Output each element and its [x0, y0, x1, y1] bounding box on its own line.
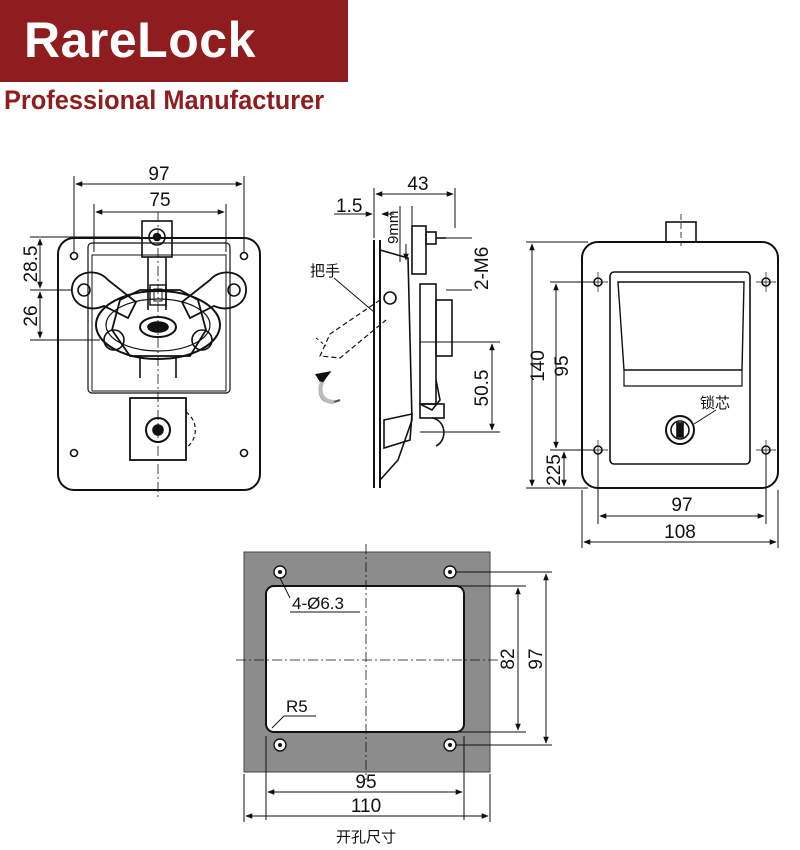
- front-width-inner: 75: [149, 190, 170, 211]
- cutout-view: [236, 544, 552, 822]
- side-dimensions: [334, 188, 500, 433]
- front-width-outer: 97: [148, 164, 169, 185]
- side-bolt-spec: 2-M6: [472, 247, 493, 290]
- side-bolt-length: 9mm: [385, 211, 402, 244]
- side-view: [314, 225, 453, 488]
- cutout-width-inner: 95: [355, 772, 376, 793]
- back-height-window: 95: [552, 355, 573, 376]
- back-width-outer: 108: [664, 522, 696, 543]
- front-height-top: 28.5: [21, 246, 42, 283]
- cutout-caption: 开孔尺寸: [336, 828, 396, 846]
- cutout-holes: 4-Ø6.3: [292, 594, 344, 613]
- back-dimensions: [526, 241, 779, 548]
- cutout-height-outer: 97: [526, 648, 547, 669]
- cutout-height-inner: 82: [498, 648, 519, 669]
- back-view: [581, 214, 779, 489]
- side-plate-thickness: 1.5: [336, 196, 362, 217]
- brand-name: RareLock: [24, 12, 256, 68]
- cutout-width-outer: 110: [351, 796, 381, 817]
- front-height-mid: 26: [21, 305, 42, 326]
- back-width-inner: 97: [671, 495, 692, 516]
- front-view: [57, 212, 261, 498]
- brand-tagline: Professional Manufacturer: [4, 85, 325, 115]
- back-height-bottom: 225: [544, 454, 565, 486]
- back-height-total: 140: [528, 350, 549, 382]
- brand-banner: RareLock: [0, 0, 348, 82]
- side-handle-travel: 50.5: [472, 370, 493, 407]
- front-dimensions: [30, 176, 245, 341]
- cutout-radius: R5: [286, 697, 308, 716]
- cylinder-label: 锁芯: [700, 394, 730, 412]
- side-depth: 43: [407, 174, 428, 195]
- handle-label: 把手: [310, 262, 340, 280]
